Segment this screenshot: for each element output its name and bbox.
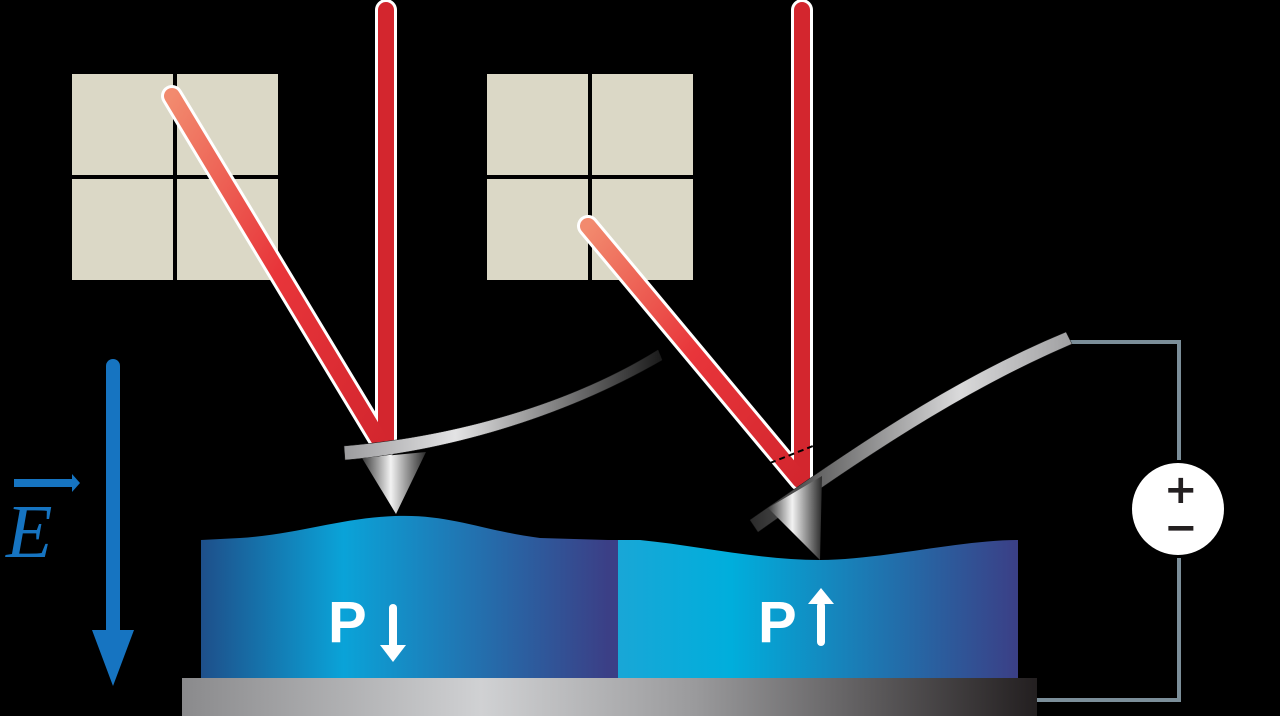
cantilever-right [749, 331, 1073, 560]
laser-beam-right [577, 0, 814, 491]
electric-field-label: E [6, 490, 53, 574]
laser-beam-left [161, 0, 397, 457]
domain-right [608, 540, 1018, 678]
cantilever-left [343, 349, 663, 514]
electric-field-arrow [14, 359, 134, 686]
detector-right [487, 74, 693, 280]
polarization-up-arrow-icon [808, 588, 834, 646]
vector-arrow-icon [14, 474, 80, 492]
minus-sign: − [1164, 505, 1198, 551]
polarization-down-arrow-icon [380, 604, 406, 662]
domain-left [201, 515, 608, 678]
polarization-label-left: P [328, 590, 367, 655]
voltage-source [1132, 463, 1224, 555]
polarization-label-right: P [758, 590, 797, 655]
domain-wall [606, 540, 618, 678]
plus-sign: + [1164, 467, 1198, 513]
probe-tip-right [768, 476, 822, 560]
circuit-wire [1036, 340, 1181, 702]
probe-tip-left [362, 452, 426, 514]
bottom-electrode [182, 678, 1037, 716]
